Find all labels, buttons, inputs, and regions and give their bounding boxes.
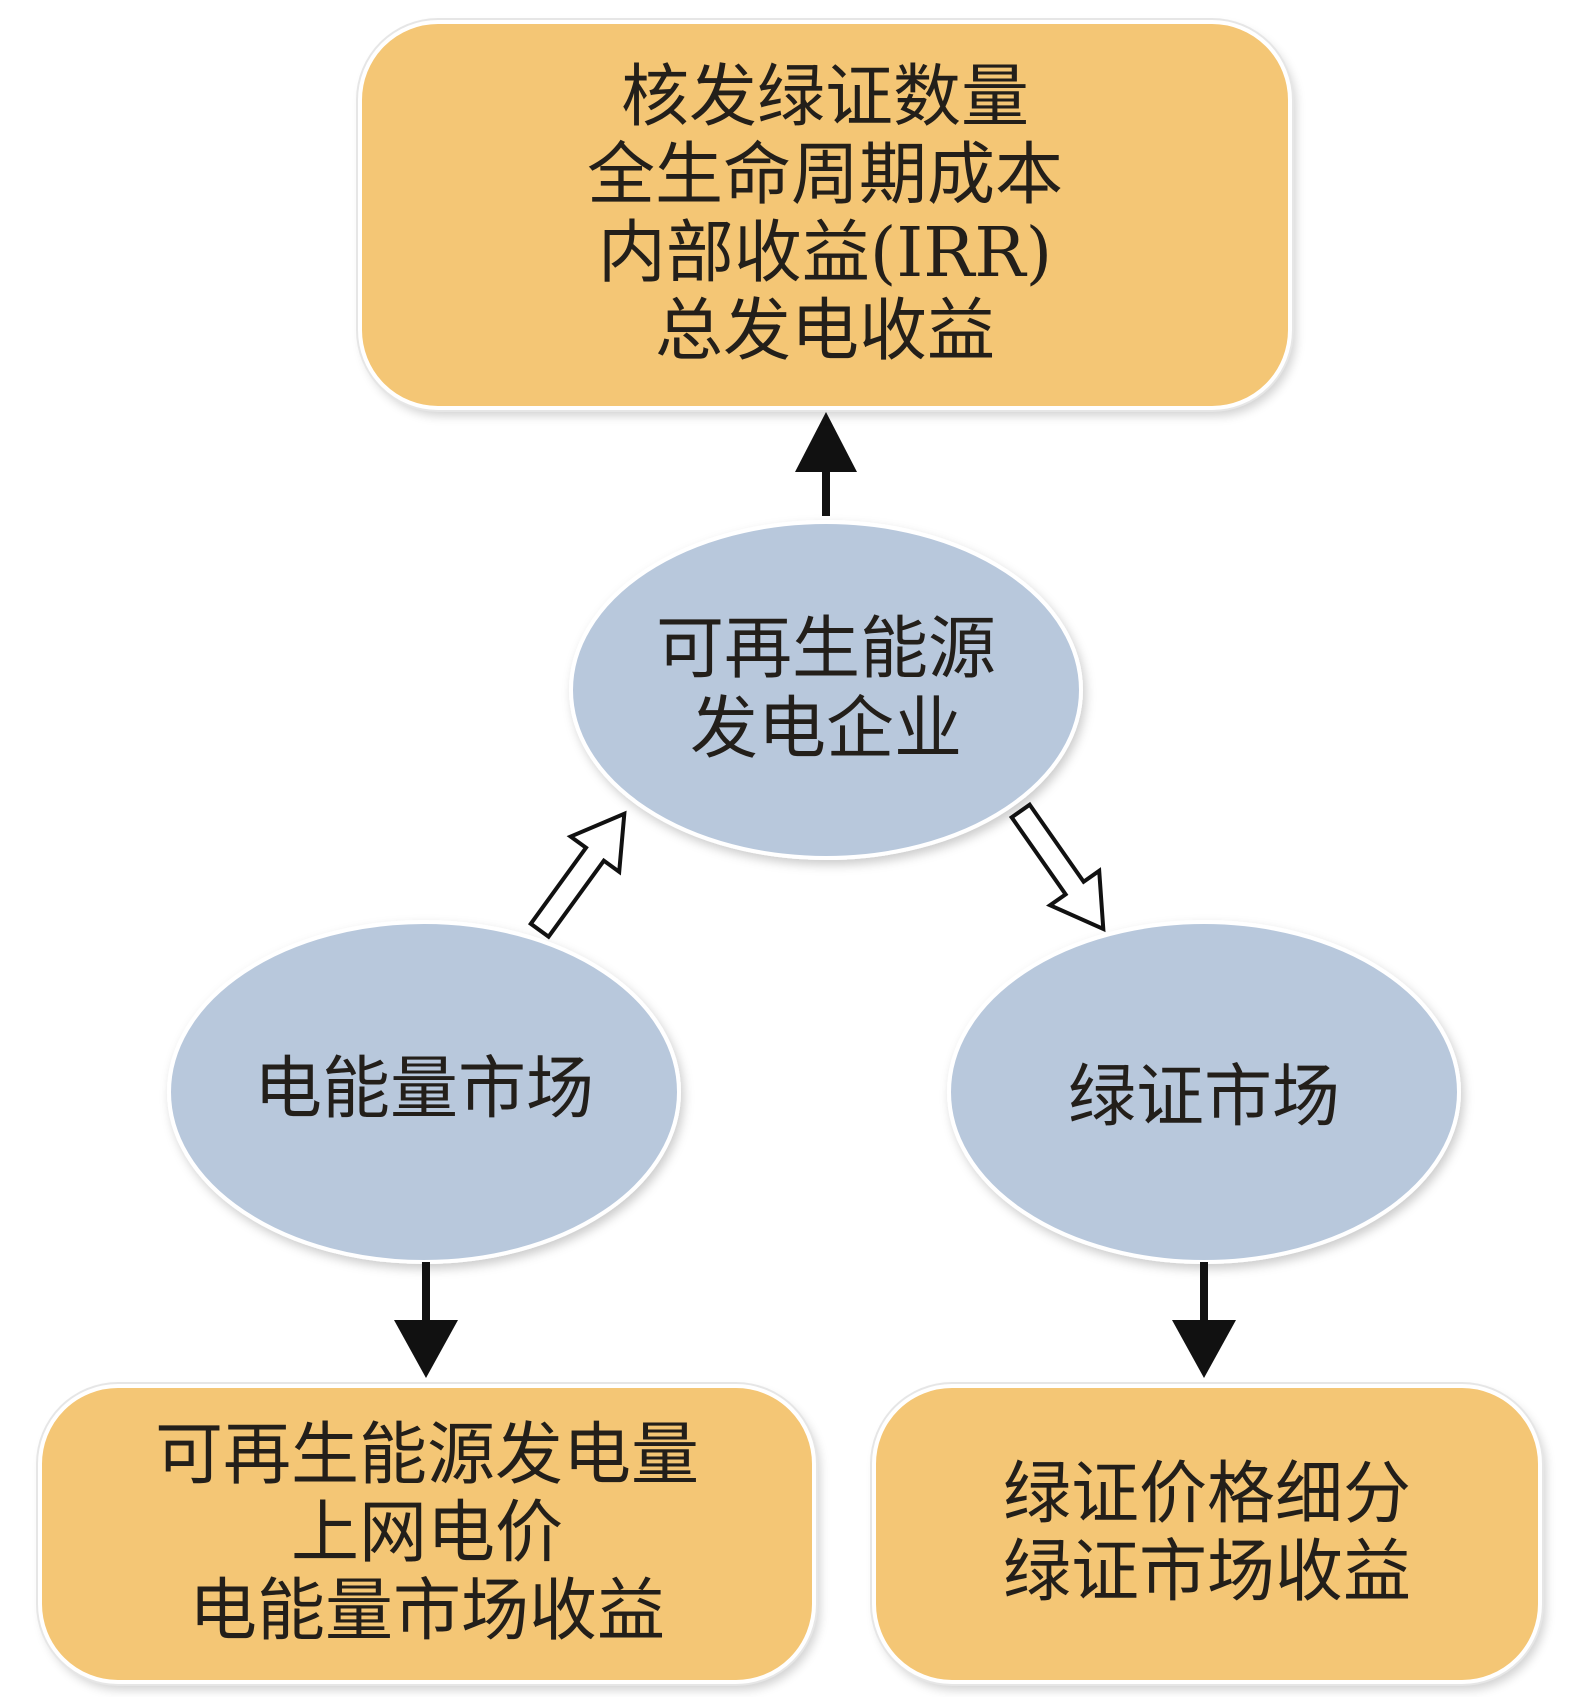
left-node-label: 电能量市场 bbox=[184, 1040, 664, 1140]
arrow-down-to-bottom-left-box bbox=[394, 1262, 458, 1378]
bottom-right-line-2: 绿证市场收益 bbox=[1002, 1533, 1411, 1612]
hollow-arrow-left-to-center bbox=[527, 810, 627, 940]
center-node-line-2: 发电企业 bbox=[689, 690, 962, 769]
bottom-right-output-box: 绿证价格细分 绿证市场收益 bbox=[872, 1384, 1542, 1684]
top-output-box: 核发绿证数量 全生命周期成本 内部收益(IRR) 总发电收益 bbox=[358, 20, 1292, 410]
arrow-down-to-bottom-right-box bbox=[1172, 1262, 1236, 1378]
center-node-label: 可再生能源 发电企业 bbox=[586, 600, 1066, 780]
energy-market-label: 电能量市场 bbox=[253, 1050, 594, 1129]
green-certificate-market-label: 绿证市场 bbox=[1067, 1058, 1340, 1137]
top-box-line-3: 内部收益(IRR) bbox=[597, 214, 1053, 293]
center-ellipse bbox=[569, 520, 1083, 860]
hollow-arrow-center-to-right bbox=[1008, 801, 1106, 933]
bottom-left-line-1: 可再生能源发电量 bbox=[154, 1416, 699, 1495]
bottom-left-output-box: 可再生能源发电量 上网电价 电能量市场收益 bbox=[38, 1384, 816, 1684]
top-box-line-4: 总发电收益 bbox=[654, 292, 995, 371]
right-node-label: 绿证市场 bbox=[964, 1048, 1444, 1148]
bottom-left-line-2: 上网电价 bbox=[290, 1494, 563, 1573]
center-node-line-1: 可再生能源 bbox=[655, 610, 996, 689]
top-box-line-1: 核发绿证数量 bbox=[620, 58, 1029, 137]
bottom-left-line-3: 电能量市场收益 bbox=[188, 1572, 665, 1651]
bottom-right-line-1: 绿证价格细分 bbox=[1002, 1455, 1411, 1534]
arrow-up-to-top-box bbox=[795, 412, 857, 516]
top-box-line-2: 全生命周期成本 bbox=[586, 136, 1063, 215]
